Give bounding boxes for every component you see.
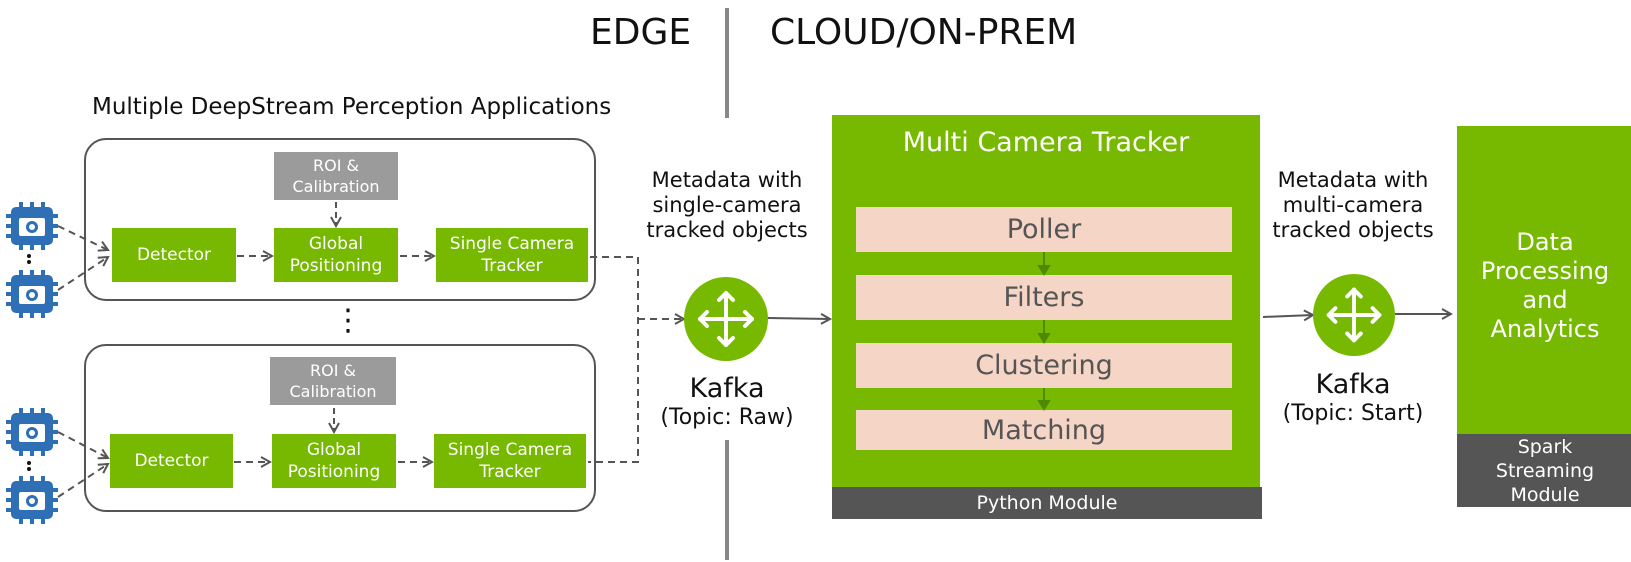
kafka-start-metadata-label: Metadata with multi-camera tracked objec… (1272, 168, 1434, 242)
kafka-raw-metadata-label: Metadata with single-camera tracked obje… (642, 168, 812, 243)
detector-box: Detector (110, 434, 233, 488)
poller-stage: Poller (856, 207, 1232, 252)
cam4-to-detector-arrow (57, 464, 108, 498)
global-positioning-box: Global Positioning (272, 434, 396, 488)
global-positioning-box: Global Positioning (274, 228, 398, 282)
camera-chip-icon (6, 270, 58, 318)
kafka-raw-to-mct-arrow (767, 318, 830, 319)
cam3-to-detector-arrow (57, 431, 108, 458)
single-camera-tracker-box: Single Camera Tracker (436, 228, 588, 282)
detector-box: Detector (112, 228, 236, 282)
perception-group-1 (84, 138, 596, 301)
roi-calibration-box: ROI & Calibration (274, 152, 398, 200)
clustering-stage: Clustering (856, 343, 1232, 388)
perception-title: Multiple DeepStream Perception Applicati… (92, 94, 612, 120)
cloud-label: CLOUD/ON-PREM (770, 12, 1078, 53)
kafka-raw-name: Kafka (642, 373, 812, 404)
cam2-to-detector-arrow (57, 257, 108, 291)
tracker-to-kafka-raw-connector (588, 256, 639, 463)
kafka-start-name: Kafka (1315, 369, 1391, 400)
edge-label: EDGE (590, 12, 692, 53)
camera-ellipsis (27, 461, 31, 465)
camera-chip-icon (6, 476, 58, 524)
multi-camera-tracker-title: Multi Camera Tracker (902, 127, 1190, 158)
camera-chip-icon (6, 202, 58, 250)
filters-stage: Filters (856, 275, 1232, 320)
kafka-raw-topic: (Topic: Raw) (642, 405, 812, 430)
analytics-title: Data Processing and Analytics (1480, 228, 1610, 343)
spark-streaming-footer: Spark Streaming Module (1457, 434, 1631, 507)
roi-calibration-box: ROI & Calibration (270, 357, 396, 405)
python-module-footer: Python Module (832, 487, 1262, 519)
single-camera-tracker-box: Single Camera Tracker (434, 434, 586, 488)
perception-group-2 (84, 344, 596, 512)
cam1-to-detector-arrow (57, 225, 108, 250)
kafka-hub-icon (684, 277, 768, 361)
mct-to-kafka-start-arrow (1262, 315, 1313, 317)
groups-ellipsis: ⋮ (333, 303, 363, 338)
kafka-hub-icon (1313, 274, 1395, 356)
camera-chip-icon (6, 408, 58, 456)
analytics-panel (1457, 126, 1631, 434)
camera-ellipsis (27, 254, 31, 258)
matching-stage: Matching (856, 410, 1232, 450)
kafka-start-topic: (Topic: Start) (1282, 401, 1424, 426)
